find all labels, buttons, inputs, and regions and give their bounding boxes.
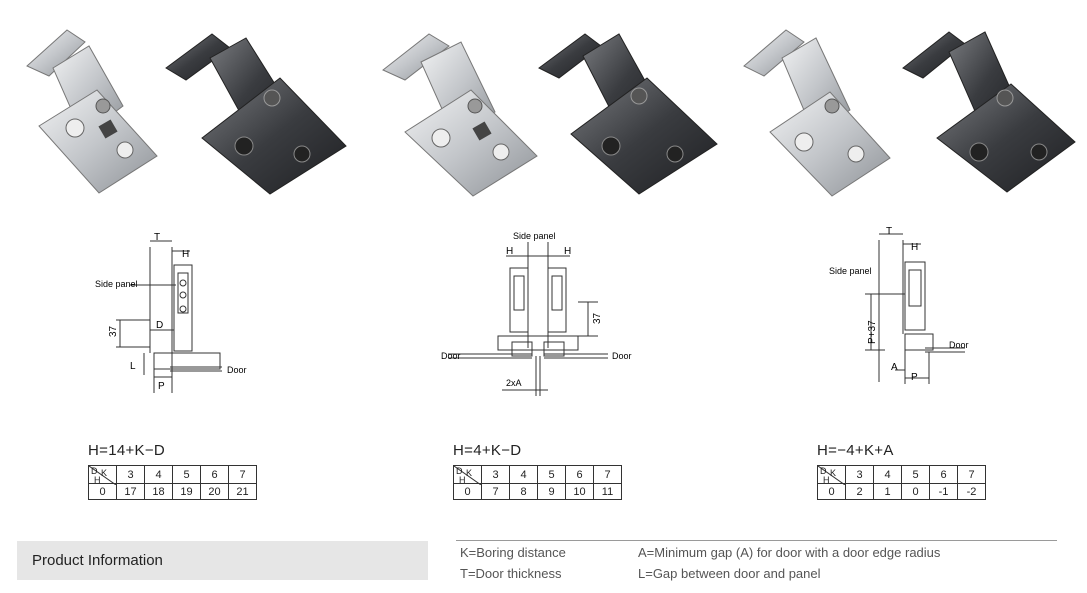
label-p: P	[911, 372, 918, 383]
label-side-panel: Side panel	[95, 279, 138, 289]
label-dimension: P+37	[867, 320, 878, 344]
k-cell: 5	[901, 465, 930, 484]
h-cell: 7	[481, 483, 510, 500]
hinge-photo-silver-2	[382, 33, 538, 197]
hinge-photo-silver-1	[26, 29, 158, 194]
label-gap: 2xA	[506, 378, 522, 388]
legend-t: T=Door thickness	[460, 566, 562, 581]
h-cell: -1	[929, 483, 958, 500]
k-cell: 3	[845, 465, 874, 484]
table-corner: D K H	[453, 465, 482, 485]
legend-divider	[456, 540, 1057, 541]
installation-diagram-half-overlay: Side panel H H Door Door 2xA 37	[441, 231, 632, 396]
k-cell: 3	[481, 465, 510, 484]
k-cell: 7	[228, 465, 257, 484]
label-t: T	[154, 232, 160, 243]
label-dimension: 37	[592, 312, 603, 324]
label-h: H	[911, 242, 918, 253]
hinge-photo-dark-1	[165, 33, 347, 195]
k-cell: 4	[873, 465, 902, 484]
k-cell: 4	[509, 465, 538, 484]
k-cell: 6	[565, 465, 594, 484]
legend-a: A=Minimum gap (A) for door with a door e…	[638, 545, 941, 560]
h-cell: 19	[172, 483, 201, 500]
formula-3: H=−4+K+A	[817, 442, 894, 459]
label-p: P	[158, 381, 165, 392]
boring-table-2: D K H 3 4 5 6 7 0 7 8 9 10 11	[453, 465, 622, 500]
hinge-photo-dark-2	[538, 33, 718, 195]
h-cell: 20	[200, 483, 229, 500]
h-cell: 18	[144, 483, 173, 500]
k-cell: 4	[144, 465, 173, 484]
h-cell: 2	[845, 483, 874, 500]
h-cell: 21	[228, 483, 257, 500]
d-cell: 0	[817, 483, 846, 500]
label-h: H	[182, 249, 189, 260]
h-cell: 1	[873, 483, 902, 500]
h-cell: 10	[565, 483, 594, 500]
k-cell: 5	[537, 465, 566, 484]
formula-2: H=4+K−D	[453, 442, 522, 459]
h-cell: 8	[509, 483, 538, 500]
k-cell: 6	[929, 465, 958, 484]
table-corner: D K H	[88, 465, 117, 485]
h-cell: 11	[593, 483, 622, 500]
label-door: Door	[227, 365, 247, 375]
h-cell: 17	[116, 483, 145, 500]
table-corner: D K H	[817, 465, 846, 485]
label-dimension: 37	[108, 325, 119, 337]
label-door-left: Door	[441, 351, 461, 361]
installation-diagram-full-overlay: T H Side panel D L P Door 37	[95, 232, 247, 393]
h-cell: -2	[957, 483, 986, 500]
boring-table-1: D K H 3 4 5 6 7 0 17 18 19 20 21	[88, 465, 257, 500]
k-cell: 7	[593, 465, 622, 484]
label-d: D	[156, 320, 163, 331]
label-h-left: H	[506, 246, 513, 257]
k-cell: 7	[957, 465, 986, 484]
installation-diagram-inset: T H Side panel Door A P P+37	[829, 226, 969, 384]
product-info-bar: Product Information	[17, 541, 428, 580]
label-h-right: H	[564, 246, 571, 257]
legend-k: K=Boring distance	[460, 545, 566, 560]
hinge-photo-silver-3	[743, 29, 891, 197]
product-info-title: Product Information	[32, 552, 163, 569]
formula-1: H=14+K−D	[88, 442, 166, 459]
h-cell: 0	[901, 483, 930, 500]
label-side-panel: Side panel	[513, 231, 556, 241]
h-cell: 9	[537, 483, 566, 500]
k-cell: 3	[116, 465, 145, 484]
label-a: A	[891, 362, 898, 373]
label-t: T	[886, 226, 892, 237]
hinge-photo-dark-3	[902, 31, 1076, 193]
d-cell: 0	[453, 483, 482, 500]
label-door: Door	[949, 340, 969, 350]
label-l: L	[130, 361, 136, 372]
k-cell: 6	[200, 465, 229, 484]
d-cell: 0	[88, 483, 117, 500]
label-door-right: Door	[612, 351, 632, 361]
boring-table-3: D K H 3 4 5 6 7 0 2 1 0 -1 -2	[817, 465, 986, 500]
label-side-panel: Side panel	[829, 266, 872, 276]
k-cell: 5	[172, 465, 201, 484]
legend-l: L=Gap between door and panel	[638, 566, 821, 581]
